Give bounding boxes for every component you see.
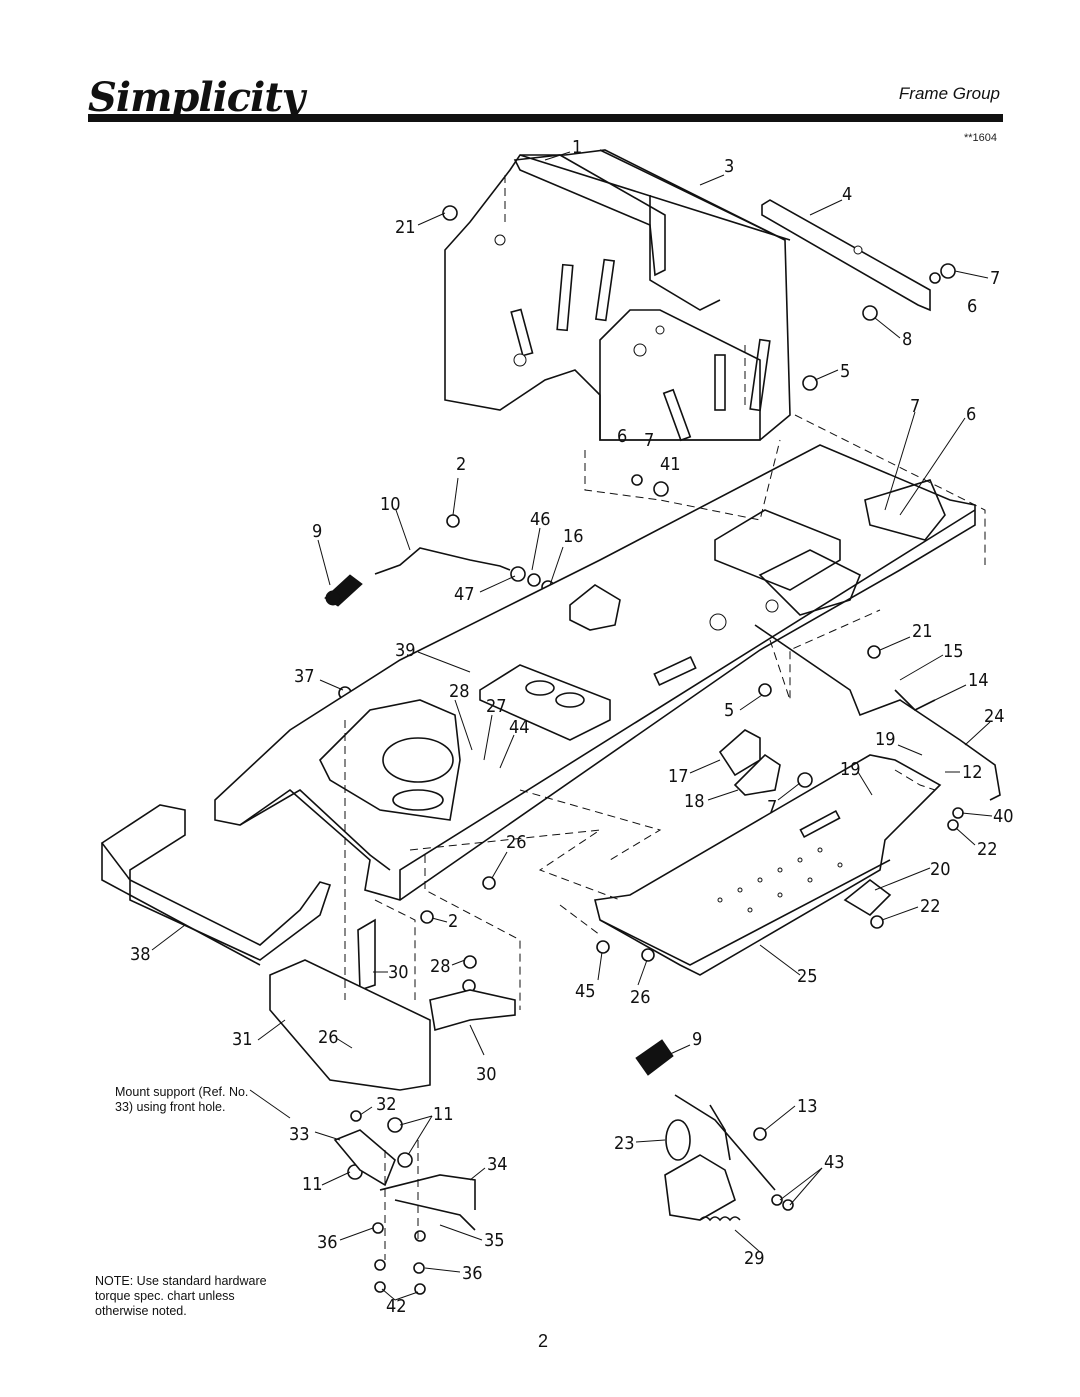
callout-label: 43 bbox=[824, 1152, 845, 1173]
callout-label: 36 bbox=[462, 1263, 483, 1284]
callout-label: 6 bbox=[617, 426, 627, 447]
callout-label: 7 bbox=[990, 268, 1000, 289]
callout-label: 7 bbox=[910, 396, 920, 417]
callout-label: 38 bbox=[130, 944, 151, 965]
callout-label: 16 bbox=[563, 526, 584, 547]
callout-label: 26 bbox=[506, 832, 527, 853]
hardware-torque-note: NOTE: Use standard hardware torque spec.… bbox=[95, 1274, 267, 1319]
callout-label: 5 bbox=[724, 700, 734, 721]
callout-label: 44 bbox=[509, 717, 530, 738]
note-line: NOTE: Use standard hardware bbox=[95, 1274, 267, 1288]
callout-label: 19 bbox=[840, 759, 861, 780]
callout-label: 40 bbox=[993, 806, 1014, 827]
callout-label: 22 bbox=[977, 839, 998, 860]
callout-label: 27 bbox=[486, 696, 507, 717]
note-line: Mount support (Ref. No. bbox=[115, 1085, 249, 1099]
callout-label: 18 bbox=[684, 791, 705, 812]
callout-label: 6 bbox=[967, 296, 977, 317]
header-rule bbox=[88, 114, 1003, 122]
callout-label: 26 bbox=[318, 1027, 339, 1048]
callout-label: 47 bbox=[454, 584, 475, 605]
bracket-bar-part bbox=[761, 199, 931, 312]
callout-label: 39 bbox=[395, 640, 416, 661]
callout-label: 14 bbox=[968, 670, 989, 691]
callout-label: 9 bbox=[692, 1029, 702, 1050]
callout-label: 12 bbox=[962, 762, 983, 783]
assembly-guide-lines bbox=[344, 175, 986, 1260]
callout-label: 19 bbox=[875, 729, 896, 750]
callout-label: 13 bbox=[797, 1096, 818, 1117]
brackets-part bbox=[269, 729, 892, 1187]
note-line: torque spec. chart unless bbox=[95, 1289, 235, 1303]
callout-label: 15 bbox=[943, 641, 964, 662]
callout-label: 24 bbox=[984, 706, 1005, 727]
lower-shift-assembly-part bbox=[635, 1039, 776, 1222]
callout-label: 17 bbox=[668, 766, 689, 787]
callout-label: 34 bbox=[487, 1154, 508, 1175]
callout-label: 23 bbox=[614, 1133, 635, 1154]
callout-label: 28 bbox=[449, 681, 470, 702]
callout-label: 28 bbox=[430, 956, 451, 977]
callout-label: 11 bbox=[433, 1104, 454, 1125]
callout-label: 20 bbox=[930, 859, 951, 880]
callout-label: 32 bbox=[376, 1094, 397, 1115]
callout-label: 45 bbox=[575, 981, 596, 1002]
callout-label: 7 bbox=[644, 430, 654, 451]
callout-label: 30 bbox=[388, 962, 409, 983]
rear-frame-part bbox=[444, 149, 791, 442]
callout-label: 6 bbox=[966, 404, 976, 425]
callout-label: 33 bbox=[289, 1124, 310, 1145]
callout-label: 9 bbox=[312, 521, 322, 542]
callout-label: 8 bbox=[902, 329, 912, 350]
callout-label: 25 bbox=[797, 966, 818, 987]
callout-label: 29 bbox=[744, 1248, 765, 1269]
callout-label: 21 bbox=[912, 621, 933, 642]
simplicity-logo: Simplicity bbox=[88, 74, 305, 121]
callout-label: 22 bbox=[920, 896, 941, 917]
callout-label: 41 bbox=[660, 454, 681, 475]
callout-label: 5 bbox=[840, 361, 850, 382]
section-title: Frame Group bbox=[898, 84, 1000, 103]
callout-label: 30 bbox=[476, 1064, 497, 1085]
callout-label: 31 bbox=[232, 1029, 253, 1050]
control-rods-part bbox=[379, 624, 1001, 1231]
callout-label: 3 bbox=[724, 156, 734, 177]
callout-label: 1 bbox=[572, 137, 582, 158]
callout-label: 7 bbox=[767, 797, 777, 818]
shift-rod-part bbox=[324, 547, 511, 607]
callout-label: 42 bbox=[386, 1296, 407, 1317]
note-line: 33) using front hole. bbox=[115, 1100, 226, 1114]
callout-label: 46 bbox=[530, 509, 551, 530]
callout-label: 4 bbox=[842, 184, 852, 205]
note-line: otherwise noted. bbox=[95, 1304, 187, 1318]
callout-label: 2 bbox=[448, 911, 458, 932]
callout-label: 21 bbox=[395, 217, 416, 238]
callout-label: 26 bbox=[630, 987, 651, 1008]
callout-label: 10 bbox=[380, 494, 401, 515]
callout-leader-lines bbox=[151, 151, 993, 1301]
page-number: 2 bbox=[538, 1331, 549, 1351]
main-frame-part bbox=[214, 444, 976, 901]
callout-label: 2 bbox=[456, 454, 466, 475]
foot-platform-part bbox=[594, 754, 942, 976]
callout-labels: 1 3 4 21 7 6 8 5 7 6 6 7 41 2 10 46 16 9… bbox=[130, 137, 1014, 1317]
front-bumper-part bbox=[100, 804, 332, 966]
callout-label: 36 bbox=[317, 1232, 338, 1253]
mount-support-note: Mount support (Ref. No. 33) using front … bbox=[115, 1085, 248, 1115]
callout-label: 35 bbox=[484, 1230, 505, 1251]
callout-label: 11 bbox=[302, 1174, 323, 1195]
callout-label: 37 bbox=[294, 666, 315, 687]
diagram-code: **1604 bbox=[963, 132, 997, 144]
